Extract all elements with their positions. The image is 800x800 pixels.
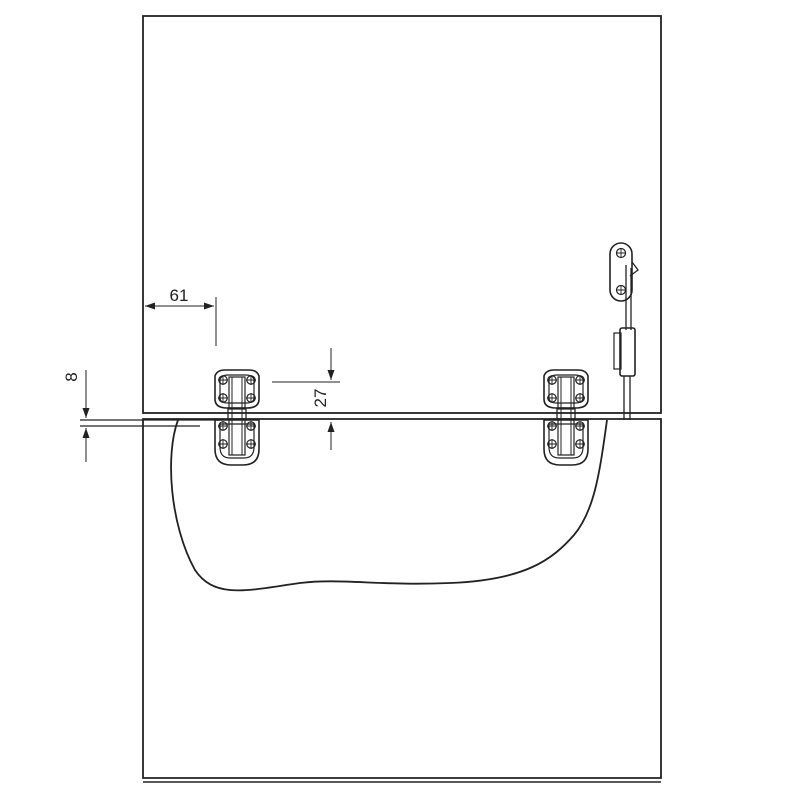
dimension-label-8: 8 — [62, 372, 81, 381]
dimension-label-27: 27 — [311, 389, 330, 408]
flap-stay-bracket — [609, 242, 639, 420]
hinge-right — [543, 369, 589, 466]
dimension-hinge-edge-offset: 61 — [145, 286, 217, 346]
dimension-label-61: 61 — [170, 286, 189, 305]
flap-swing-curve — [170, 419, 608, 592]
lower-panel — [142, 418, 662, 779]
dimension-hinge-depth: 27 — [272, 348, 340, 450]
upper-panel — [142, 15, 662, 414]
hinge-left — [214, 369, 260, 466]
dimension-hinge-gap: 8 — [62, 370, 90, 462]
